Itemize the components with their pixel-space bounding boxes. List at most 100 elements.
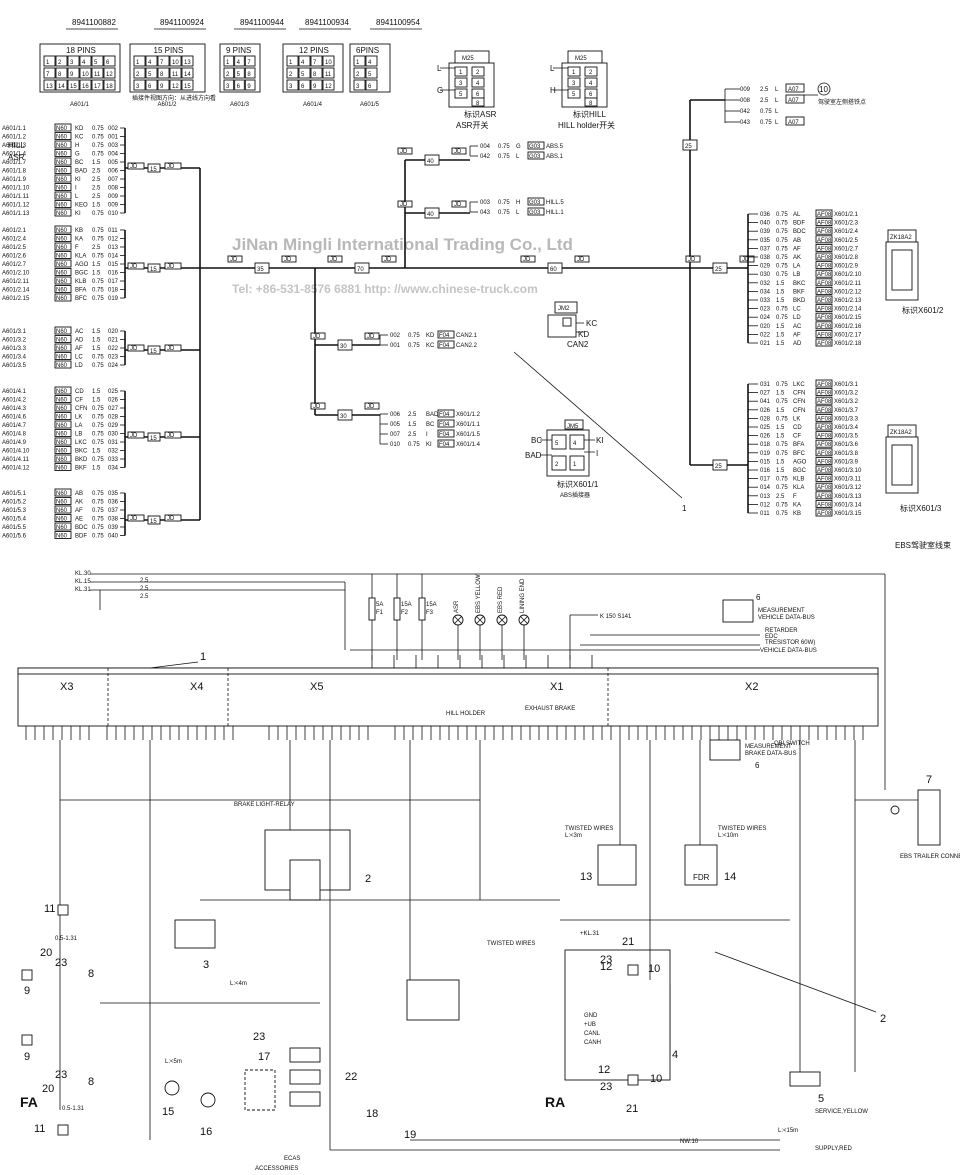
twisted-length: L:<10m <box>718 833 738 839</box>
svg-text:BAD: BAD <box>525 451 542 460</box>
wire-signal: KB <box>75 228 83 234</box>
svg-text:4: 4 <box>589 81 593 87</box>
wire-number: 026 <box>760 434 771 440</box>
wire-source: A601/2.11 <box>2 279 30 285</box>
wire-signal: BGC <box>793 468 807 474</box>
wire-signal: AF <box>75 508 83 514</box>
splice-box <box>227 255 243 263</box>
wire-destination: X601/3.2 <box>834 391 859 397</box>
wire-signal: AK <box>75 500 83 506</box>
wire-size: 0.75 <box>92 508 104 514</box>
splice-box <box>281 255 297 263</box>
splice-tag: JD <box>577 257 585 263</box>
wire-size: 1.5 <box>92 389 101 395</box>
wire-number: 037 <box>760 246 771 252</box>
kl-label: +KL.31 <box>580 931 600 937</box>
wire-signal: AE <box>75 517 83 523</box>
item-20: 20 <box>42 1083 54 1095</box>
wire-signal: LK <box>75 415 82 421</box>
wire-tag: N60 <box>56 398 68 404</box>
wire-number: 028 <box>760 416 771 422</box>
ground-wire-size: 2.5 <box>760 98 769 104</box>
twisted-wires-label: TWISTED WIRES <box>718 826 766 832</box>
wire-size: 1.5 <box>776 459 785 465</box>
hill-tag: 标识HILL <box>573 109 606 119</box>
tap-wire-number: 007 <box>390 432 401 438</box>
svg-text:1: 1 <box>572 70 576 76</box>
pin-number: 12 <box>325 84 332 90</box>
wire-size: 1.5 <box>92 466 101 472</box>
wire-destination: X601/3.15 <box>834 511 862 517</box>
wire-signal: KEO <box>75 203 88 209</box>
wire-signal: KLA <box>793 485 804 491</box>
wire-tag: N60 <box>56 186 68 192</box>
supply-rail-size: 2.5 <box>140 586 149 592</box>
wire-tag: N60 <box>56 211 68 217</box>
lamp-label: EBS RED <box>498 586 504 613</box>
splice-tag: JD <box>454 202 462 208</box>
tap-destination: ABS.5 <box>546 144 564 150</box>
svg-text:5: 5 <box>572 92 576 98</box>
wire-source: A601/2.1 <box>2 228 27 234</box>
bus-label: VEHICLE DATA-BUS <box>760 648 817 654</box>
wire-number: 026 <box>760 408 771 414</box>
wire-size: 0.75 <box>776 416 788 422</box>
bus-length: 40 <box>427 159 434 165</box>
wire-size: 0.75 <box>92 500 104 506</box>
splice-box <box>574 255 590 263</box>
tap-wire-number: 043 <box>480 210 491 216</box>
wire-number: 034 <box>108 466 119 472</box>
ecu-pin-+UB: +UB <box>584 1022 596 1028</box>
item-21: 21 <box>622 936 634 948</box>
bus-length: 30 <box>340 414 347 420</box>
pin-number: 11 <box>94 72 101 78</box>
wire-tag: N60 <box>56 355 68 361</box>
wire-number: 005 <box>108 160 119 166</box>
wire-number: 026 <box>108 398 119 404</box>
item-16: 16 <box>200 1126 212 1138</box>
ebs-ecu-connector-block <box>17 667 879 727</box>
wire-tag: N60 <box>56 237 68 243</box>
wire-signal: BGC <box>75 271 89 277</box>
wire-size: 2.5 <box>92 245 101 251</box>
wire-destination: X601/2.16 <box>834 324 862 330</box>
wire-signal: BKC <box>75 449 88 455</box>
tap-destination: X601/1.4 <box>456 442 481 448</box>
section-X1: X1 <box>550 681 563 693</box>
tap-wire-number: 042 <box>480 154 491 160</box>
wire-destination: X601/3.1 <box>834 382 859 388</box>
wire-signal: KI <box>75 211 81 217</box>
wire-number: 019 <box>760 451 771 457</box>
wire-number: 028 <box>108 415 119 421</box>
callout-1: 1 <box>200 651 206 663</box>
wire-size: 1.5 <box>92 449 101 455</box>
wire-signal: LC <box>75 355 83 361</box>
wire-signal: KB <box>793 511 801 517</box>
tap-wire-number: 005 <box>390 422 401 428</box>
wire-tag: AF08 <box>817 255 832 261</box>
tap-tag: G03 <box>529 154 541 160</box>
bus-length: 70 <box>357 267 364 273</box>
wire-tag: N60 <box>56 135 68 141</box>
callout-2: 2 <box>880 1013 886 1025</box>
length-label: L:<5m <box>165 1059 182 1065</box>
wire-signal: BAD <box>75 169 88 175</box>
wire-number: 008 <box>108 186 119 192</box>
wire-tag: N60 <box>56 423 68 429</box>
splice-box <box>381 255 397 263</box>
wire-tag: AF08 <box>817 408 832 414</box>
wire-tag: N60 <box>56 152 68 158</box>
fdr-14 <box>684 844 718 886</box>
wire-size: 1.5 <box>776 341 785 347</box>
item-6: 6 <box>756 593 761 602</box>
splice-tag: JD <box>454 149 462 155</box>
pin-number: 5 <box>237 72 241 78</box>
wire-number: 033 <box>108 457 119 463</box>
nw-label: NW:10 <box>680 1139 699 1145</box>
wire-number: 004 <box>108 152 119 158</box>
wire-number: 027 <box>108 406 119 412</box>
